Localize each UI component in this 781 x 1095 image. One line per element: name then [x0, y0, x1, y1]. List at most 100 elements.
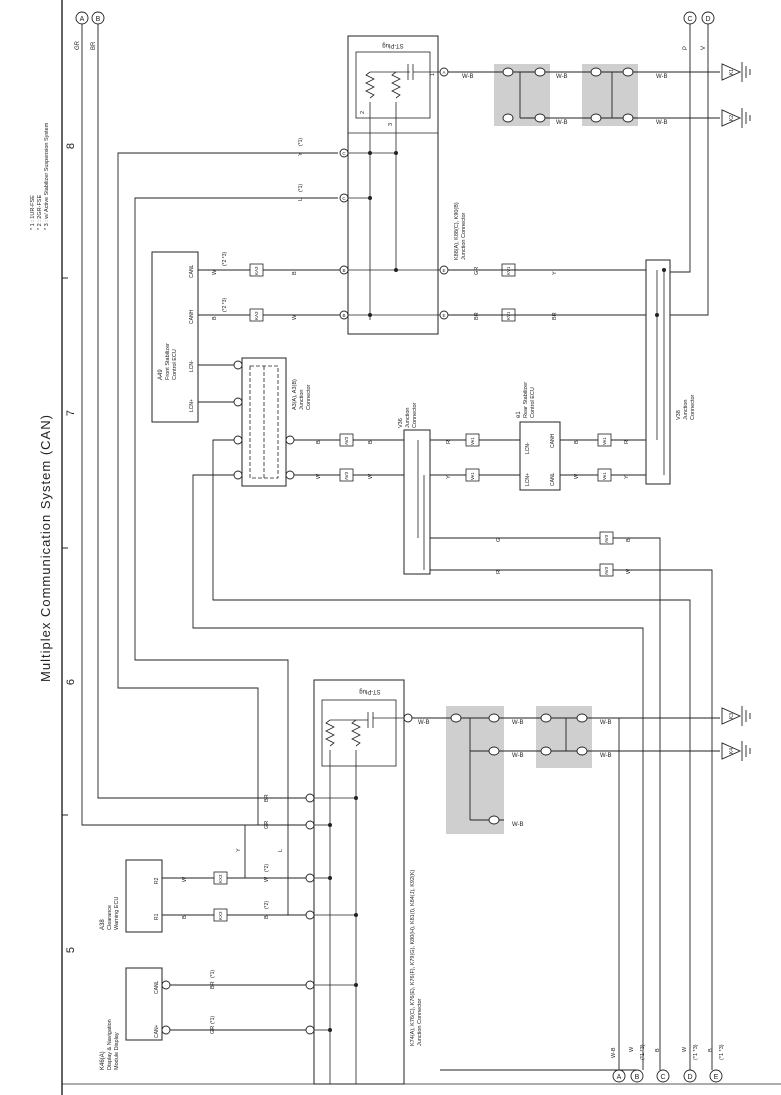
pin-label: CANH [550, 433, 556, 448]
a3-desc: Junction [299, 390, 305, 411]
a38-desc: Clearance [107, 905, 113, 930]
connector-label: AV3 [344, 436, 349, 445]
wire-label: B [574, 440, 580, 444]
wire-note: (*2 *3) [222, 297, 228, 312]
jc-upper-name: K88(A), K88(C), K90(B) [454, 202, 460, 260]
wire-label: W [292, 314, 298, 320]
connector-label: Ve1 [602, 472, 607, 480]
wire-label: Y [624, 475, 630, 479]
wire-color: P [683, 46, 689, 50]
a3-name: A3(A), A3(B) [292, 379, 298, 410]
wire-label: B [626, 538, 632, 542]
wire-label: B [264, 915, 270, 919]
wire-color: W [629, 1046, 635, 1052]
wire-label: B [316, 440, 322, 444]
svg-text:B: B [342, 313, 345, 318]
st-plug-label: ST-Plug [382, 42, 403, 48]
section-number: 6 [65, 679, 77, 685]
wire-note: (*1) [298, 138, 304, 146]
section-number: 8 [65, 143, 77, 149]
wire-label: W-B [418, 720, 430, 726]
clearance-warning-ecu: A38 Clearance Warning ECU R2 R1 [100, 859, 163, 933]
ground-symbols [721, 62, 751, 761]
ground-icon [721, 63, 742, 81]
ground-icon [721, 707, 742, 725]
pin-label: LCN- [525, 442, 531, 454]
svg-text:E: E [442, 313, 445, 318]
pin-label: CANH [189, 309, 195, 324]
wire-color: B [708, 1048, 714, 1052]
edge-marker-label: D [705, 16, 710, 23]
wire-label: B [212, 316, 218, 320]
connector-box [213, 871, 228, 885]
junction-connector-lower: ST-Plug K74(A), K76(C), K76(E), K76(F), … [305, 679, 423, 1085]
v38-desc: Connector [690, 394, 696, 420]
connector-label: KV1 [506, 311, 511, 320]
wire-label: W-B [556, 120, 568, 126]
a49-desc: Front Stabilizer [165, 343, 171, 380]
wire-note: (*1) [210, 970, 216, 978]
connector-box [597, 433, 612, 447]
connector-box [465, 433, 480, 447]
wire-y [117, 152, 338, 879]
v36-name: V36 [398, 418, 404, 428]
edge-marker-label: A [617, 1074, 622, 1081]
wire-label: W-B [656, 74, 668, 80]
ground-icon [721, 742, 742, 760]
wire-label: G [496, 538, 502, 542]
v38-name: V38 [676, 410, 682, 420]
wire-label: BR [552, 312, 558, 320]
wire-color: W-B [611, 1047, 617, 1058]
wire-label: Y [446, 475, 452, 479]
edge-marker-label: B [635, 1074, 640, 1081]
v38-desc: Junction [683, 400, 689, 421]
notes-block: * 1 : 1UR-FSE * 2 : 2GR-FSE * 3 : w/ Act… [30, 122, 50, 230]
st-plug-upper [355, 51, 431, 119]
note-line: * 1 : 1UR-FSE [30, 195, 36, 230]
wire-br [97, 24, 308, 799]
ground-label: K2 [729, 115, 735, 121]
edge-marker-label: C [660, 1074, 665, 1081]
pin-label: LCN+ [189, 399, 195, 412]
note-line: * 3 : w/ Active Stabilizer Suspension Sy… [44, 122, 50, 230]
wire-label: Y [236, 848, 242, 852]
e1-desc: Rear Stabilizer [523, 382, 529, 418]
section-number: 7 [65, 410, 77, 416]
upper-right-connector-area: W-B W-B W-B W-B W-B [448, 64, 720, 126]
wire-label: W-B [656, 120, 668, 126]
connector-label: AV3 [344, 471, 349, 480]
wire-note: (*2) [264, 901, 270, 909]
connector-label: KX3 [218, 911, 223, 920]
wire-label: GR [474, 267, 480, 275]
pin-label: CANL [154, 980, 160, 994]
section-number: 5 [65, 947, 77, 953]
e1-name: e1 [516, 411, 522, 418]
rear-stabilizer-ecu: e1 Rear Stabilizer Control ECU LCN- CANH… [516, 382, 561, 491]
wire-v [657, 24, 709, 316]
v36-desc: Junction [405, 408, 411, 429]
wire-label: L [298, 198, 304, 201]
ground-label: K1 [729, 69, 735, 75]
connector-box [213, 908, 228, 922]
k46-desc: Display & Navigation [107, 1019, 113, 1070]
wire-label: W-B [600, 753, 612, 759]
e1-desc: Control ECU [530, 387, 536, 418]
edge-marker-label: E [714, 1074, 719, 1081]
svg-text:E: E [442, 268, 445, 273]
wire-color: BR [91, 41, 97, 50]
wire-label: W [264, 876, 270, 882]
connector-box [249, 263, 264, 322]
wire-note: (*1 *3) [693, 1044, 699, 1060]
wire-label: W-B [556, 74, 568, 80]
wire-note: (*1) [298, 184, 304, 192]
front-stabilizer-ecu: A49 Front Stabilizer Control ECU CANL CA… [151, 251, 199, 423]
edge-marker-label: B [96, 16, 101, 23]
wire-label: Y [298, 152, 304, 156]
connector-label: KA3 [254, 266, 259, 275]
lower-right-connector-area: W-B W-B W-B W-B W-B W-B [412, 706, 720, 834]
wire-color: V [701, 46, 707, 50]
page-title: Multiplex Communication System (CAN) [38, 414, 53, 682]
wire-label: R [496, 570, 502, 574]
jc-lower-name: K74(A), K76(C), K76(E), K76(F), K79(G), … [410, 869, 416, 1046]
